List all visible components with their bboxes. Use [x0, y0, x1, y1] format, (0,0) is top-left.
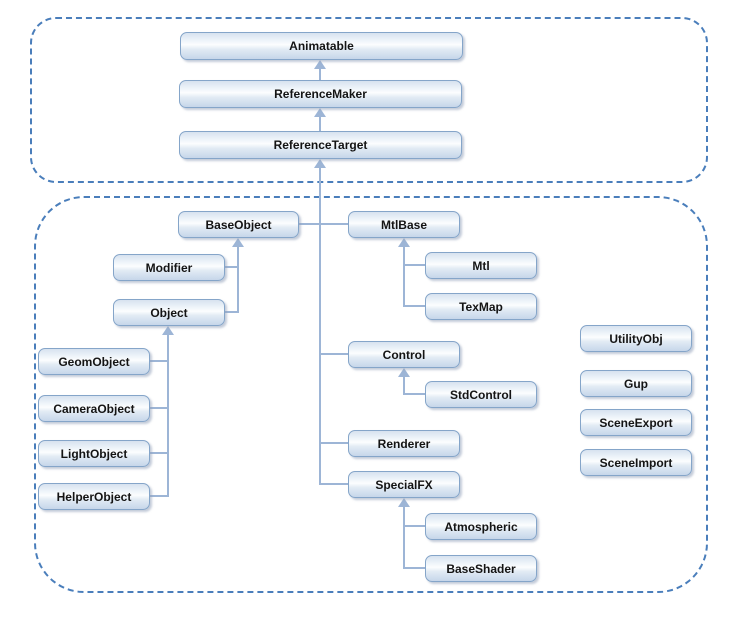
connector-texmap-stub	[403, 305, 425, 307]
connector-trunk	[319, 168, 321, 485]
arrowhead-to-object	[162, 326, 174, 335]
node-geomobject: GeomObject	[38, 348, 150, 375]
connector-refmaker-animatable	[319, 69, 321, 80]
node-cameraobject: CameraObject	[38, 395, 150, 422]
connector-control-branch	[320, 353, 348, 355]
node-baseobject: BaseObject	[178, 211, 299, 238]
node-utilityobj: UtilityObj	[580, 325, 692, 352]
node-renderer: Renderer	[348, 430, 460, 457]
node-mtlbase: MtlBase	[348, 211, 460, 238]
connector-mtl-stub	[403, 264, 425, 266]
connector-stdcontrol-stub	[403, 393, 425, 395]
node-specialfx: SpecialFX	[348, 471, 460, 498]
connector-mtlbase-children	[403, 247, 405, 307]
node-object: Object	[113, 299, 225, 326]
node-mtl: Mtl	[425, 252, 537, 279]
core-classes-container	[30, 17, 708, 183]
connector-control-children	[403, 377, 405, 395]
connector-specialfx-branch	[320, 483, 348, 485]
connector-specialfx-children	[403, 507, 405, 569]
connector-baseobject-children	[237, 247, 239, 313]
node-atmospheric: Atmospheric	[425, 513, 537, 540]
arrowhead-to-specialfx	[398, 498, 410, 507]
node-referencemaker: ReferenceMaker	[179, 80, 462, 108]
plugin-classes-container	[34, 196, 708, 593]
node-texmap: TexMap	[425, 293, 537, 320]
connector-lightobject-stub	[150, 452, 168, 454]
connector-object-children	[167, 335, 169, 497]
node-baseshader: BaseShader	[425, 555, 537, 582]
node-helperobject: HelperObject	[38, 483, 150, 510]
connector-baseobject-mtlbase-branch	[299, 223, 348, 225]
node-sceneimport: SceneImport	[580, 449, 692, 476]
node-animatable: Animatable	[180, 32, 463, 60]
connector-baseshader-stub	[403, 567, 425, 569]
arrowhead-to-baseobject	[232, 238, 244, 247]
connector-geomobject-stub	[150, 360, 168, 362]
connector-object-stub	[225, 311, 238, 313]
connector-helperobject-stub	[150, 495, 168, 497]
connector-atmospheric-stub	[403, 525, 425, 527]
arrowhead-to-referencetarget	[314, 159, 326, 168]
node-lightobject: LightObject	[38, 440, 150, 467]
arrowhead-to-referencemaker	[314, 108, 326, 117]
connector-renderer-branch	[320, 442, 348, 444]
arrowhead-to-control	[398, 368, 410, 377]
connector-cameraobject-stub	[150, 407, 168, 409]
node-modifier: Modifier	[113, 254, 225, 281]
node-sceneexport: SceneExport	[580, 409, 692, 436]
node-referencetarget: ReferenceTarget	[179, 131, 462, 159]
arrowhead-to-mtlbase	[398, 238, 410, 247]
arrowhead-to-animatable	[314, 60, 326, 69]
node-control: Control	[348, 341, 460, 368]
connector-modifier-stub	[225, 266, 238, 268]
node-gup: Gup	[580, 370, 692, 397]
connector-reftarget-refmaker	[319, 117, 321, 131]
node-stdcontrol: StdControl	[425, 381, 537, 408]
